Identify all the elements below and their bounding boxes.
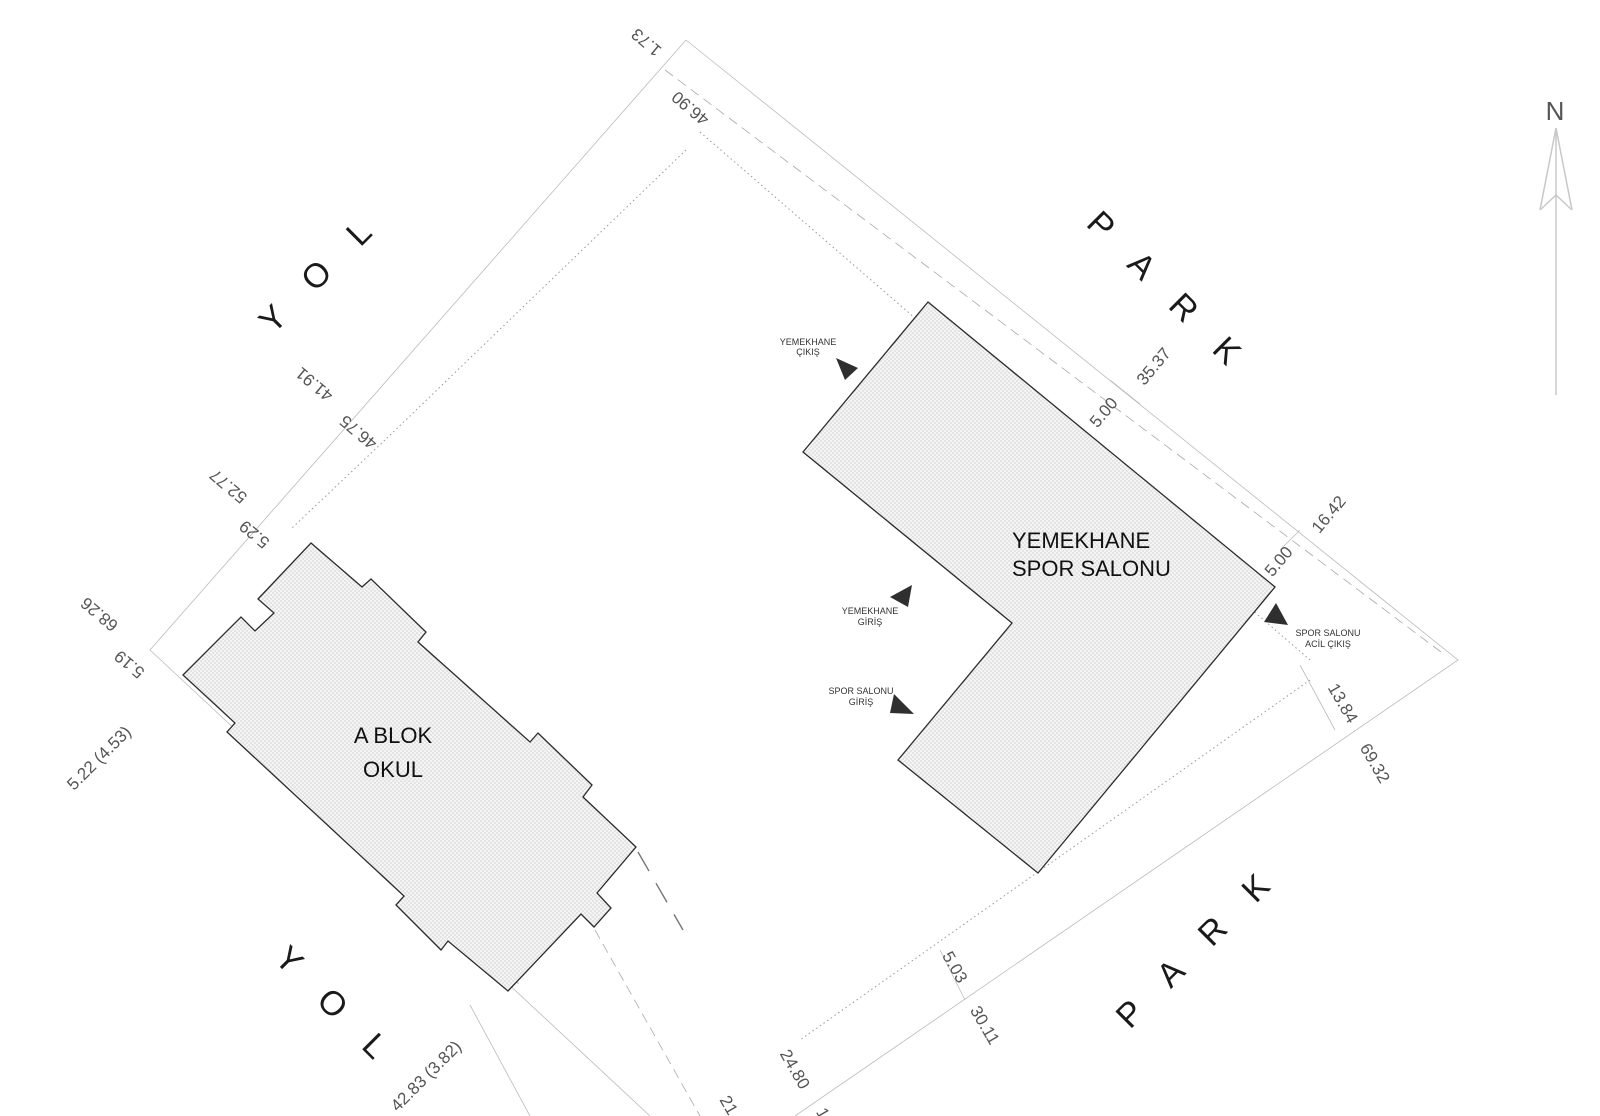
dim-16-42: 16.42 <box>1308 492 1350 537</box>
dim-46-90: 46.90 <box>668 87 713 129</box>
yemekhane-spor-salonu-building <box>802 301 1276 874</box>
setback-line-8 <box>469 1004 531 1116</box>
north-arrow: N <box>1539 96 1573 395</box>
dim-1-partial: 1 <box>812 1104 833 1116</box>
street-label-yol-bottom: Y O L <box>267 939 404 1076</box>
dim-30-11: 30.11 <box>966 1003 1003 1048</box>
spor-salonu-acil-cikis-sublabel: ACİL ÇIKIŞ <box>1305 639 1351 649</box>
yemekhane-cikis-sublabel: ÇIKIŞ <box>796 347 820 357</box>
spor-salonu-acil-cikis-arrow <box>1264 603 1288 625</box>
north-arrow-head-left <box>1539 127 1557 211</box>
dim-21-partial: 21. <box>716 1092 744 1116</box>
north-label: N <box>1546 96 1565 126</box>
spor-salonu-giris-arrow <box>890 694 914 714</box>
dim-46-75: 46.75 <box>336 411 381 453</box>
dim-52-77: 52.77 <box>206 465 251 507</box>
dimension-tick-3 <box>939 949 966 1001</box>
dashed-access-line <box>637 851 684 931</box>
dim-24-80: 24.80 <box>776 1046 814 1092</box>
dim-5-22-4-53: 5.22 (4.53) <box>63 722 135 794</box>
a-blok-label: A BLOK <box>354 723 433 748</box>
street-label-yol-top: Y O L <box>252 203 389 340</box>
parcel-boundary-northwest <box>149 39 687 651</box>
north-arrow-base-right <box>1555 194 1573 211</box>
north-arrow-head-right <box>1555 127 1573 211</box>
setback-line-7 <box>594 929 701 1116</box>
north-arrow-base-left <box>1539 194 1557 211</box>
dimension-tick-2 <box>1279 529 1301 551</box>
setback-line-4 <box>291 439 386 529</box>
yemekhane-label: YEMEKHANE <box>1012 528 1150 553</box>
yemekhane-cikis-arrow <box>836 358 858 380</box>
dimension-tick-1 <box>1109 379 1141 405</box>
setback-line-3 <box>384 149 687 441</box>
spor-salonu-label: SPOR SALONU <box>1012 556 1171 581</box>
dim-41-91: 41.91 <box>292 363 337 405</box>
dim-5-03: 5.03 <box>938 948 971 986</box>
yemekhane-giris-sublabel: GİRİŞ <box>858 617 883 627</box>
setback-line-5 <box>799 679 1311 1041</box>
spor-salonu-giris-label: SPOR SALONU <box>828 686 893 696</box>
dim-69-32: 69.32 <box>1356 740 1394 786</box>
a-blok-sublabel: OKUL <box>363 757 423 782</box>
dim-35-37: 35.37 <box>1133 344 1175 389</box>
dim-1-73: 1.73 <box>628 24 666 60</box>
yemekhane-giris-arrow <box>890 585 912 607</box>
dim-68-26: 68.26 <box>77 593 122 635</box>
spor-salonu-acil-cikis-label: SPOR SALONU <box>1295 628 1360 638</box>
parcel-boundary-outer <box>685 39 1459 1116</box>
dim-5-19: 5.19 <box>111 646 149 682</box>
spor-salonu-giris-sublabel: GİRİŞ <box>849 697 874 707</box>
dimension-tick-4 <box>1299 664 1336 731</box>
dim-5-29: 5.29 <box>236 516 274 552</box>
dim-5-00-a: 5.00 <box>1086 394 1122 432</box>
yemekhane-giris-label: YEMEKHANE <box>842 606 899 616</box>
setback-line-1 <box>664 69 1446 656</box>
street-label-park-bottom: P A R K <box>1109 857 1288 1036</box>
yemekhane-cikis-label: YEMEKHANE <box>780 337 837 347</box>
dim-5-00-b: 5.00 <box>1261 543 1297 581</box>
a-blok-building <box>182 542 637 992</box>
entrance-markers: YEMEKHANE ÇIKIŞ YEMEKHANE GİRİŞ SPOR SAL… <box>780 337 1361 714</box>
